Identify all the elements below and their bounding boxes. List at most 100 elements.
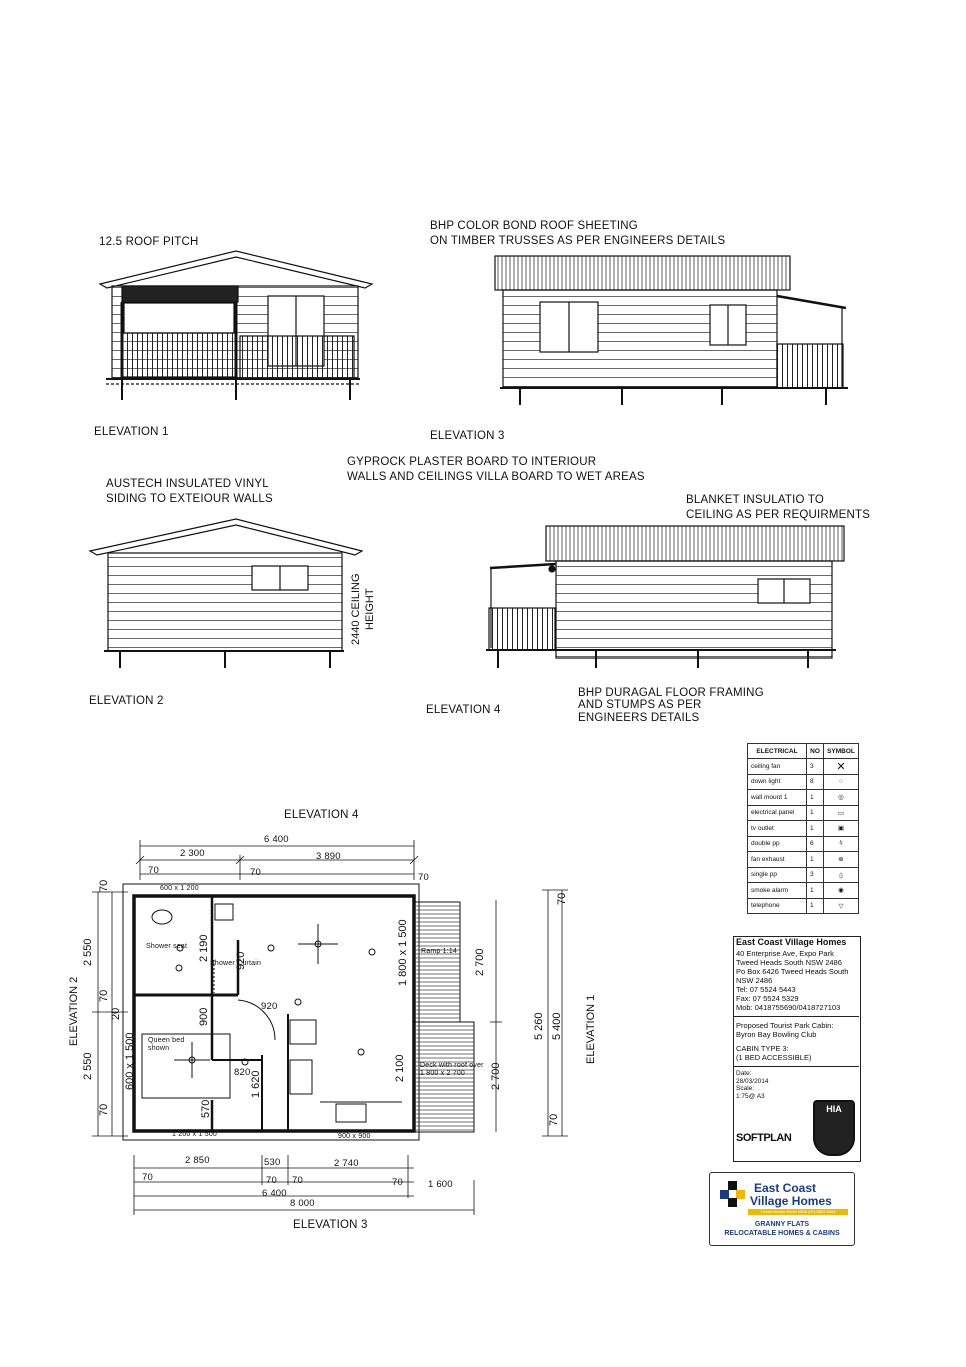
floor-framing-note-3: ENGINEERS DETAILS (578, 712, 700, 724)
softplan-logo: SOFTPLAN (736, 1132, 792, 1144)
row-no: 1 (806, 897, 824, 914)
label-deck-2: 1 800 x 2 700 (420, 1070, 466, 1077)
fan-icon: ✕ (823, 758, 859, 775)
dim-left-70c: 70 (98, 1103, 110, 1116)
label-deck-1: Deck with roof over (420, 1062, 484, 1069)
company-info: East Coast Village Homes 40 Enterprise A… (733, 937, 859, 1100)
smoke-icon: ◉ (823, 882, 859, 899)
dim-top-window: 600 x 1 200 (160, 885, 199, 892)
dim-right-total-a: 5 260 (533, 1012, 545, 1040)
dim-bottom-total: 8 000 (290, 1198, 315, 1209)
hia-logo: HIA (813, 1100, 855, 1156)
floor-plan-drawing (92, 840, 568, 1215)
company-name: East Coast Village Homes (736, 937, 847, 947)
roof-pitch-note: 12.5 ROOF PITCH (99, 236, 199, 248)
double-pp-icon: ⫩ (823, 835, 859, 852)
dim-inner-920b: 920 (261, 1001, 278, 1012)
label-shower-seat: Shower seat (146, 943, 188, 950)
company-fax: Fax: 07 5524 5329 (736, 994, 799, 1003)
dim-left-window: 600 x 1 500 (124, 1032, 136, 1091)
dim-right-70a: 70 (556, 892, 568, 905)
hia-logo-text: HIA (826, 1104, 842, 1114)
row-item: wall mount 1 (747, 789, 807, 806)
dim-bottom-b: 530 (264, 1157, 281, 1168)
row-no: 1 (806, 882, 824, 899)
plan-elevation-2-label: ELEVATION 2 (68, 976, 80, 1046)
row-item: electrical panel (747, 804, 807, 821)
cabin-type-1: CABIN TYPE 3: (736, 1044, 789, 1053)
company-address-4: NSW 2486 (736, 976, 773, 985)
brand-line-4: RELOCATABLE HOMES & CABINS (724, 1230, 840, 1237)
elevation-4-drawing (486, 525, 845, 668)
dim-inner-1800: 1 800 x 1 500 (397, 919, 409, 986)
floor-framing-note-1: BHP DURAGAL FLOOR FRAMING (578, 687, 764, 699)
electrical-header-item: ELECTRICAL (747, 743, 807, 759)
dim-bottom-70b: 70 (266, 1175, 277, 1186)
ceiling-height-note-2: HEIGHT (364, 588, 376, 630)
gyprock-note-1: GYPROCK PLASTER BOARD TO INTERIOUR (347, 456, 597, 468)
ceiling-height-note-1: 2440 CEILING (350, 573, 362, 645)
blanket-note-2: CEILING AS PER REQUIRMENTS (686, 509, 871, 521)
elevation-1-label: ELEVATION 1 (94, 426, 169, 438)
label-shower-curtain: Shower Curtain (210, 960, 262, 967)
wall-mount-icon: ◎ (823, 789, 859, 806)
dim-top-70c: 70 (418, 872, 429, 883)
dim-left-b: 2 550 (82, 1052, 94, 1080)
company-mob: Mob: 0418755690/0418727103 (736, 1003, 841, 1012)
date-value: 28/03/2014 (736, 1077, 769, 1085)
row-item: telephone (747, 897, 807, 914)
row-no: 3 (806, 758, 824, 775)
label-queen-bed-2: shown (148, 1045, 170, 1052)
brand-strip: Tweed Heads South NSW (07) 5524 5443 (748, 1209, 848, 1215)
dim-right-70b: 70 (548, 1113, 560, 1126)
panel-icon: ▭ (823, 804, 859, 821)
dim-inner-570: 570 (200, 1099, 212, 1118)
electrical-header-symbol: SYMBOL (823, 743, 859, 759)
elevation-2-label: ELEVATION 2 (89, 695, 164, 707)
plan-elevation-3-label: ELEVATION 3 (293, 1219, 368, 1231)
dim-left-70a: 70 (98, 879, 110, 892)
elevation-4-label: ELEVATION 4 (426, 704, 501, 716)
plan-elevation-4-label: ELEVATION 4 (284, 809, 359, 821)
dim-bottom-deck: 1 600 (428, 1179, 453, 1190)
company-tel: Tel: 07 5524 5443 (736, 985, 796, 994)
brand-line-2: Village Homes (750, 1194, 832, 1208)
dim-inner-820: 820 (234, 1067, 251, 1078)
exhaust-icon: ⊕ (823, 851, 859, 868)
row-item: fan exhaust (747, 851, 807, 868)
circle-icon: ○ (823, 773, 859, 790)
single-pp-icon: ⏀ (823, 866, 859, 883)
dim-inner-1620: 1 620 (250, 1070, 262, 1098)
dim-left-a: 2 550 (82, 938, 94, 966)
row-item: down light (747, 773, 807, 790)
company-address-2: Tweed Heads South NSW 2486 (736, 958, 842, 967)
dim-right-a: 2 700 (474, 948, 486, 976)
dim-left-70b: 70 (98, 989, 110, 1002)
dim-bottom-window-right: 900 x 900 (338, 1133, 371, 1140)
dim-top-70a: 70 (148, 865, 159, 876)
row-item: double pp (747, 835, 807, 852)
dim-left-20: 20 (110, 1007, 122, 1020)
dim-bottom-a: 2 850 (185, 1155, 210, 1166)
row-item: single pp (747, 866, 807, 883)
dim-right-total-b: 5 400 (551, 1012, 563, 1040)
dim-bottom-overall: 6 400 (262, 1188, 287, 1199)
brand-line-3: GRANNY FLATS (754, 1221, 810, 1228)
dim-top-overall: 6 400 (264, 834, 289, 845)
row-item: tv outlet (747, 820, 807, 837)
dim-bottom-70c: 70 (292, 1175, 303, 1186)
elevation-2-drawing (88, 518, 364, 668)
dim-bottom-window-left: 1 200 x 1 500 (172, 1131, 218, 1138)
blanket-note-1: BLANKET INSULATIO TO (686, 494, 824, 506)
